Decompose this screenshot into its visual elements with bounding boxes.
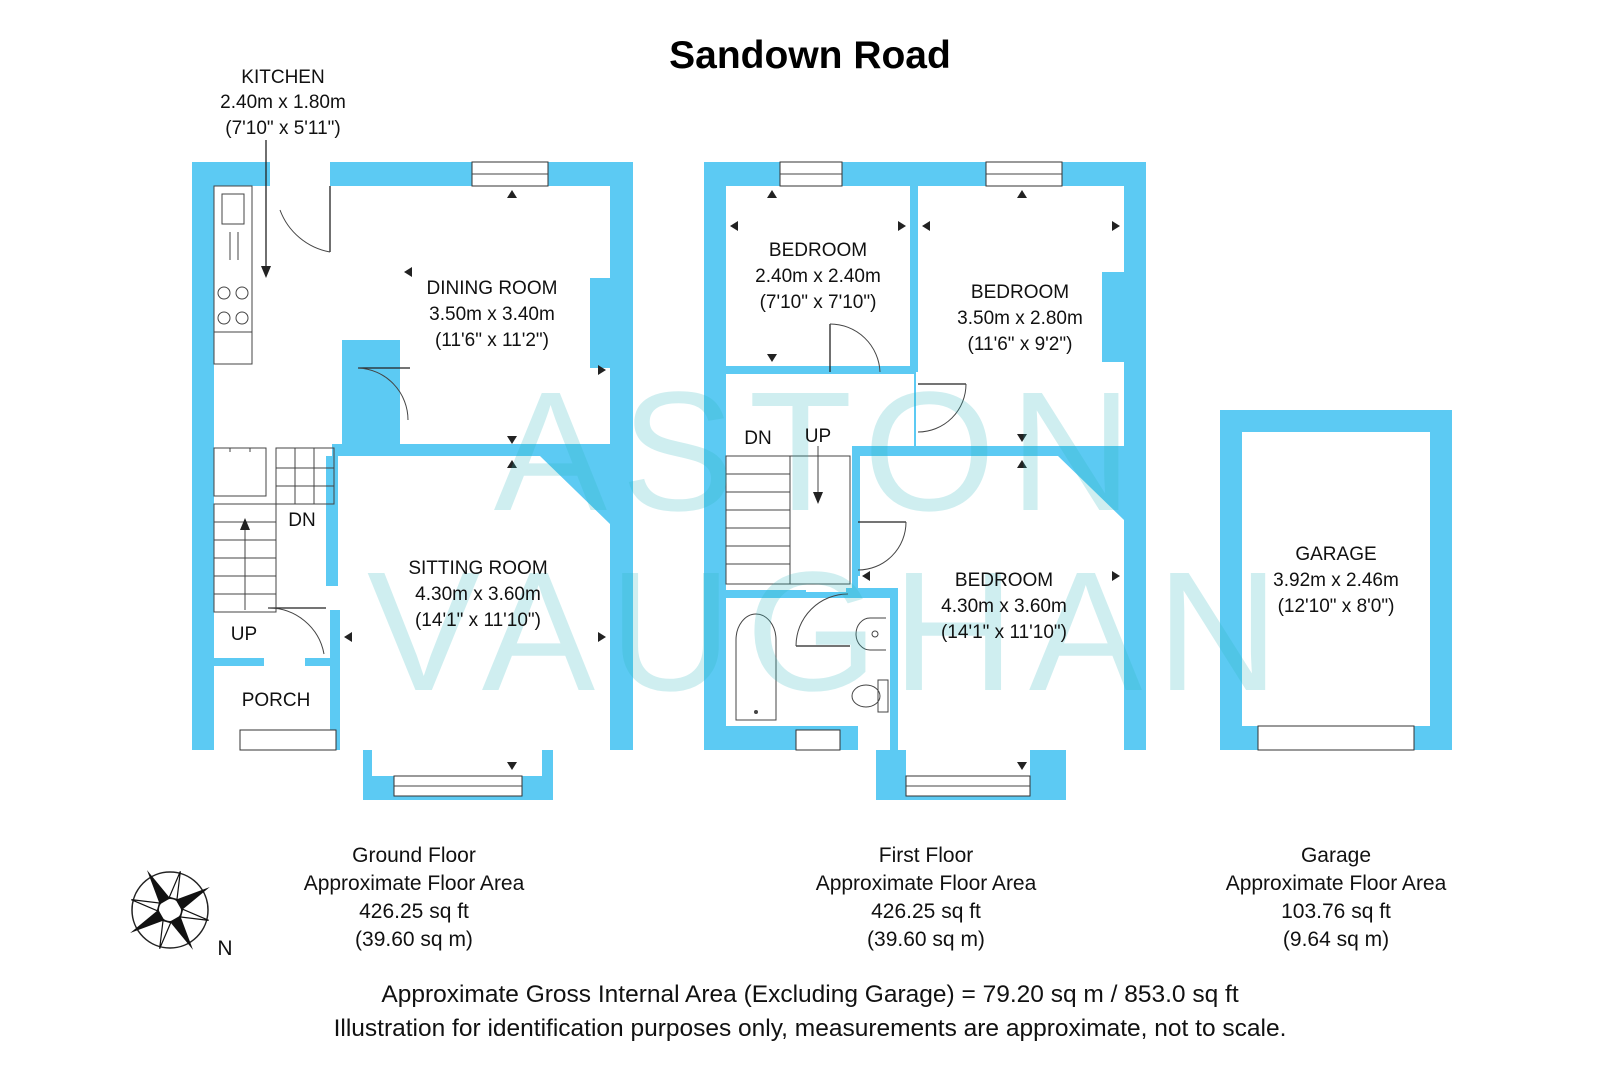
- ground-floor-labels: KITCHEN 2.40m x 1.80m (7'10" x 5'11") DI…: [220, 67, 557, 711]
- sitting-room-name: SITTING ROOM: [408, 558, 547, 579]
- bedroom-front-imperial: (14'1" x 11'10"): [941, 622, 1067, 643]
- first-stairs-up: UP: [805, 426, 831, 447]
- dining-room-name: DINING ROOM: [427, 278, 558, 299]
- area-sub: Approximate Floor Area: [816, 872, 1037, 895]
- bedroom-small-name: BEDROOM: [769, 240, 867, 261]
- sitting-room-imperial: (14'1" x 11'10"): [415, 610, 541, 631]
- porch-label: PORCH: [242, 690, 311, 711]
- area-summary-first: First Floor Approximate Floor Area 426.2…: [816, 844, 1037, 951]
- area-label: First Floor: [879, 844, 974, 867]
- ground-stairs-up: UP: [231, 624, 257, 645]
- disclaimer-line: Illustration for identification purposes…: [334, 1015, 1287, 1042]
- area-summary-ground: Ground Floor Approximate Floor Area 426.…: [304, 844, 525, 951]
- bedroom-rear-dims: 3.50m x 2.80m: [957, 308, 1083, 329]
- ground-stairs-dn: DN: [288, 510, 315, 531]
- area-summary-garage: Garage Approximate Floor Area 103.76 sq …: [1226, 844, 1447, 951]
- page-title: Sandown Road: [669, 34, 951, 77]
- area-sqm: (39.60 sq m): [867, 928, 985, 951]
- watermark-line-1: ASTON: [494, 357, 1147, 547]
- watermark: ASTON VAUGHAN: [367, 357, 1293, 727]
- ground-floor-stairs: [213, 447, 335, 613]
- garage-labels: GARAGE 3.92m x 2.46m (12'10" x 8'0"): [1273, 544, 1399, 617]
- garage-plan: [1220, 410, 1452, 751]
- area-sqft: 103.76 sq ft: [1281, 900, 1391, 923]
- area-sub: Approximate Floor Area: [1226, 872, 1447, 895]
- kitchen-dims: 2.40m x 1.80m: [220, 92, 346, 113]
- kitchen-imperial: (7'10" x 5'11"): [225, 118, 340, 139]
- area-sqft: 426.25 sq ft: [359, 900, 469, 923]
- area-label: Ground Floor: [352, 844, 476, 867]
- first-floor-stairs: [725, 446, 851, 585]
- first-stairs-dn: DN: [744, 428, 771, 449]
- area-sqm: (39.60 sq m): [355, 928, 473, 951]
- bedroom-small-imperial: (7'10" x 7'10"): [760, 292, 877, 313]
- first-floor-plan: [704, 161, 1146, 800]
- compass-north-label: N: [217, 937, 232, 960]
- dining-room-dims: 3.50m x 3.40m: [429, 304, 555, 325]
- gross-area-line: Approximate Gross Internal Area (Excludi…: [381, 981, 1238, 1008]
- bedroom-rear-name: BEDROOM: [971, 282, 1069, 303]
- bedroom-front-dims: 4.30m x 3.60m: [941, 596, 1067, 617]
- kitchen-name: KITCHEN: [241, 67, 324, 88]
- dining-room-imperial: (11'6" x 11'2"): [435, 330, 549, 351]
- bedroom-front-name: BEDROOM: [955, 570, 1053, 591]
- sitting-room-dims: 4.30m x 3.60m: [415, 584, 541, 605]
- area-label: Garage: [1301, 844, 1371, 867]
- area-sub: Approximate Floor Area: [304, 872, 525, 895]
- ground-floor-plan: [192, 140, 633, 800]
- garage-name: GARAGE: [1295, 544, 1376, 565]
- area-sqft: 426.25 sq ft: [871, 900, 981, 923]
- watermark-line-2: VAUGHAN: [367, 537, 1293, 727]
- first-floor-labels: BEDROOM 2.40m x 2.40m (7'10" x 7'10") BE…: [744, 240, 1083, 643]
- bedroom-small-dims: 2.40m x 2.40m: [755, 266, 881, 287]
- bedroom-rear-imperial: (11'6" x 9'2"): [968, 334, 1073, 355]
- garage-imperial: (12'10" x 8'0"): [1278, 596, 1395, 617]
- area-sqm: (9.64 sq m): [1283, 928, 1389, 951]
- garage-dims: 3.92m x 2.46m: [1273, 570, 1399, 591]
- compass-rose-icon: [130, 870, 210, 950]
